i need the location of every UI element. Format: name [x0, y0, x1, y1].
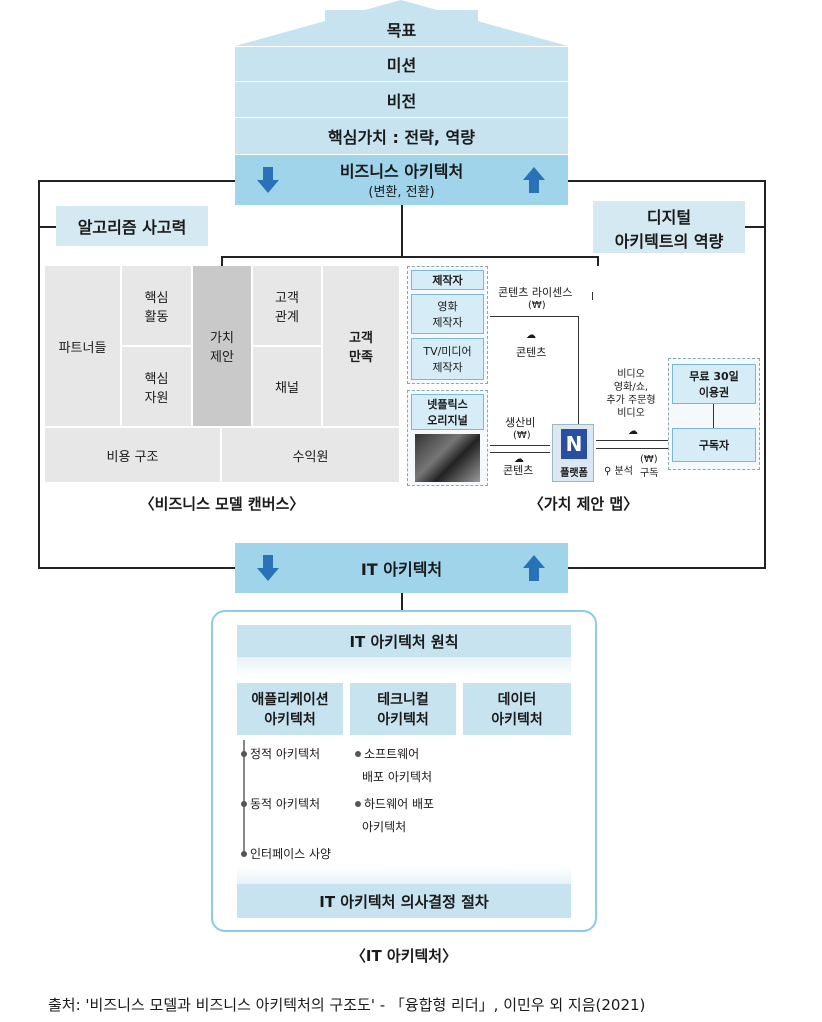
- vp-platform-label: 플랫폼: [560, 467, 588, 479]
- coin-icon-1: ☁: [526, 330, 536, 341]
- business-architecture-title: 비즈니스 아키텍처: [339, 162, 464, 181]
- vision-band: 비전: [235, 82, 568, 117]
- arrow-up-icon: [523, 555, 545, 581]
- vp-movie-producer: 영화 제작자: [411, 294, 484, 334]
- vp-license-money: (₩): [528, 300, 546, 311]
- connector-it-down: [401, 593, 403, 611]
- it-interface-spec: 인터페이스 사양: [250, 847, 332, 861]
- vp-free-trial: 무료 30일 이용권: [672, 364, 756, 404]
- canvas-cost-structure: 비용 구조: [45, 428, 220, 482]
- frame-bottom-left: [38, 567, 235, 569]
- it-architecture-title: IT 아키텍처: [360, 560, 443, 579]
- vp-subscriber: 구독자: [672, 428, 756, 462]
- vp-netflix-original: 넷플릭스 오리지널: [411, 394, 484, 430]
- production-arrow-line: [490, 445, 550, 446]
- vp-analysis-label: ⚲ 분석: [604, 462, 633, 477]
- connector-left-label: [38, 226, 56, 228]
- it-architecture-band: IT 아키텍처: [235, 543, 568, 593]
- it-principle: IT 아키텍처 원칙: [237, 625, 571, 657]
- license-arrow-down: [578, 316, 579, 424]
- vp-analysis-text: 분석: [614, 466, 633, 477]
- magnify-icon: ⚲: [604, 466, 612, 477]
- it-caption: 〈IT 아키텍처〉: [350, 946, 458, 965]
- vp-tv-producer: TV/미디어 제작자: [411, 338, 484, 380]
- connector-right-label: [745, 226, 765, 228]
- it-tech-architecture: 테크니컬 아키텍처: [350, 683, 456, 735]
- canvas-customer-satisfaction: 고객 만족: [323, 266, 399, 426]
- canvas-channels: 채널: [253, 347, 321, 426]
- bullet-dot-hw: [355, 801, 361, 807]
- coin-icon-2: ☁: [514, 454, 524, 465]
- bullet-dot-static: [241, 751, 247, 757]
- it-decision-procedure: IT 아키텍처 의사결정 절차: [237, 884, 571, 918]
- vp-license-label: 콘텐츠 라이센스: [498, 286, 573, 299]
- frame-top-left: [38, 180, 235, 182]
- digital-architect-label: 디지털 아키텍트의 역량: [593, 201, 745, 253]
- decision-shadow: [237, 866, 571, 884]
- it-dynamic-architecture: 동적 아키텍처: [250, 797, 321, 811]
- arrow-down-icon: [257, 555, 279, 581]
- vp-content-label-1: 콘텐츠: [516, 346, 547, 359]
- frame-right: [764, 180, 766, 569]
- bullet-tree-line: [243, 740, 245, 854]
- vp-production-money: (₩): [513, 430, 531, 441]
- it-static-architecture: 정적 아키텍처: [250, 747, 321, 761]
- mission-band: 미션: [235, 47, 568, 81]
- netflix-n-icon: N: [561, 429, 587, 459]
- it-sw-deploy-line2: 배포 아키텍처: [362, 770, 433, 784]
- principle-shadow: [237, 657, 571, 677]
- vp-content-label-2: 콘텐츠: [503, 464, 534, 477]
- vp-video-desc: 비디오 영화/쇼, 추가 주문형 비디오: [606, 369, 656, 419]
- frame-top-right: [568, 180, 766, 182]
- it-data-architecture: 데이터 아키텍처: [463, 683, 571, 735]
- it-sw-deploy-line1: 소프트웨어: [364, 747, 420, 761]
- digital-label-line1: 디지털: [646, 208, 692, 227]
- netflix-poster-image: [415, 434, 480, 482]
- canvas-key-resources: 핵심 자원: [122, 347, 191, 426]
- vp-subscribe-label: 구독: [640, 468, 659, 479]
- goal-roof: 목표: [235, 0, 568, 46]
- it-hw-deploy-line2: 아키텍처: [362, 820, 407, 834]
- connector-split: [221, 256, 599, 258]
- arrow-down-icon: [257, 167, 279, 193]
- canvas-revenue-streams: 수익원: [222, 428, 399, 482]
- vpmap-caption: 〈가치 제안 맵〉: [528, 494, 639, 513]
- subscribe-arrow-line: [596, 448, 670, 449]
- vp-producer: 제작자: [411, 270, 484, 290]
- business-architecture-subtitle: (변환, 전환): [368, 184, 435, 200]
- connector-right-drop: [597, 256, 599, 266]
- frame-left: [38, 180, 40, 569]
- source-citation: 출처: '비즈니스 모델과 비즈니스 아키텍처의 구조도' - 「융합형 리더」…: [48, 996, 646, 1014]
- it-app-architecture: 애플리케이션 아키텍처: [237, 683, 343, 735]
- vp-subscribe-money: (₩): [640, 454, 658, 465]
- vp-platform: N 플랫폼: [552, 424, 594, 482]
- business-architecture-band: 비즈니스 아키텍처 (변환, 전환): [235, 155, 568, 205]
- coin-icon-3: ☁: [628, 426, 638, 437]
- roof-shape: [235, 0, 568, 46]
- trial-subscriber-line: [713, 404, 714, 428]
- core-value-band: 핵심가치 : 전략, 역량: [235, 118, 568, 154]
- canvas-customer-relationships: 고객 관계: [253, 266, 321, 345]
- vp-production-cost-label: 생산비: [505, 416, 536, 429]
- license-arrow-line-right: [592, 292, 593, 300]
- license-arrow-line: [490, 316, 578, 317]
- bullet-dot-sw: [355, 751, 361, 757]
- connector-left-drop: [221, 256, 223, 266]
- frame-bottom-right: [568, 567, 766, 569]
- algorithm-thinking-label: 알고리즘 사고력: [56, 206, 208, 246]
- digital-label-line2: 아키텍트의 역량: [614, 232, 724, 251]
- content-arrow-line: [490, 452, 550, 453]
- video-arrow-line: [596, 440, 670, 441]
- canvas-value-proposition: 가치 제안: [193, 266, 251, 426]
- arrow-up-icon: [523, 167, 545, 193]
- canvas-key-activities: 핵심 활동: [122, 266, 191, 345]
- canvas-partners: 파트너들: [45, 266, 120, 426]
- bullet-dot-interface: [241, 851, 247, 857]
- canvas-caption: 〈비즈니스 모델 캔버스〉: [139, 494, 305, 513]
- connector-center-top: [401, 205, 403, 257]
- it-hw-deploy-line1: 하드웨어 배포: [364, 797, 435, 811]
- goal-label: 목표: [386, 21, 417, 40]
- bullet-dot-dynamic: [241, 801, 247, 807]
